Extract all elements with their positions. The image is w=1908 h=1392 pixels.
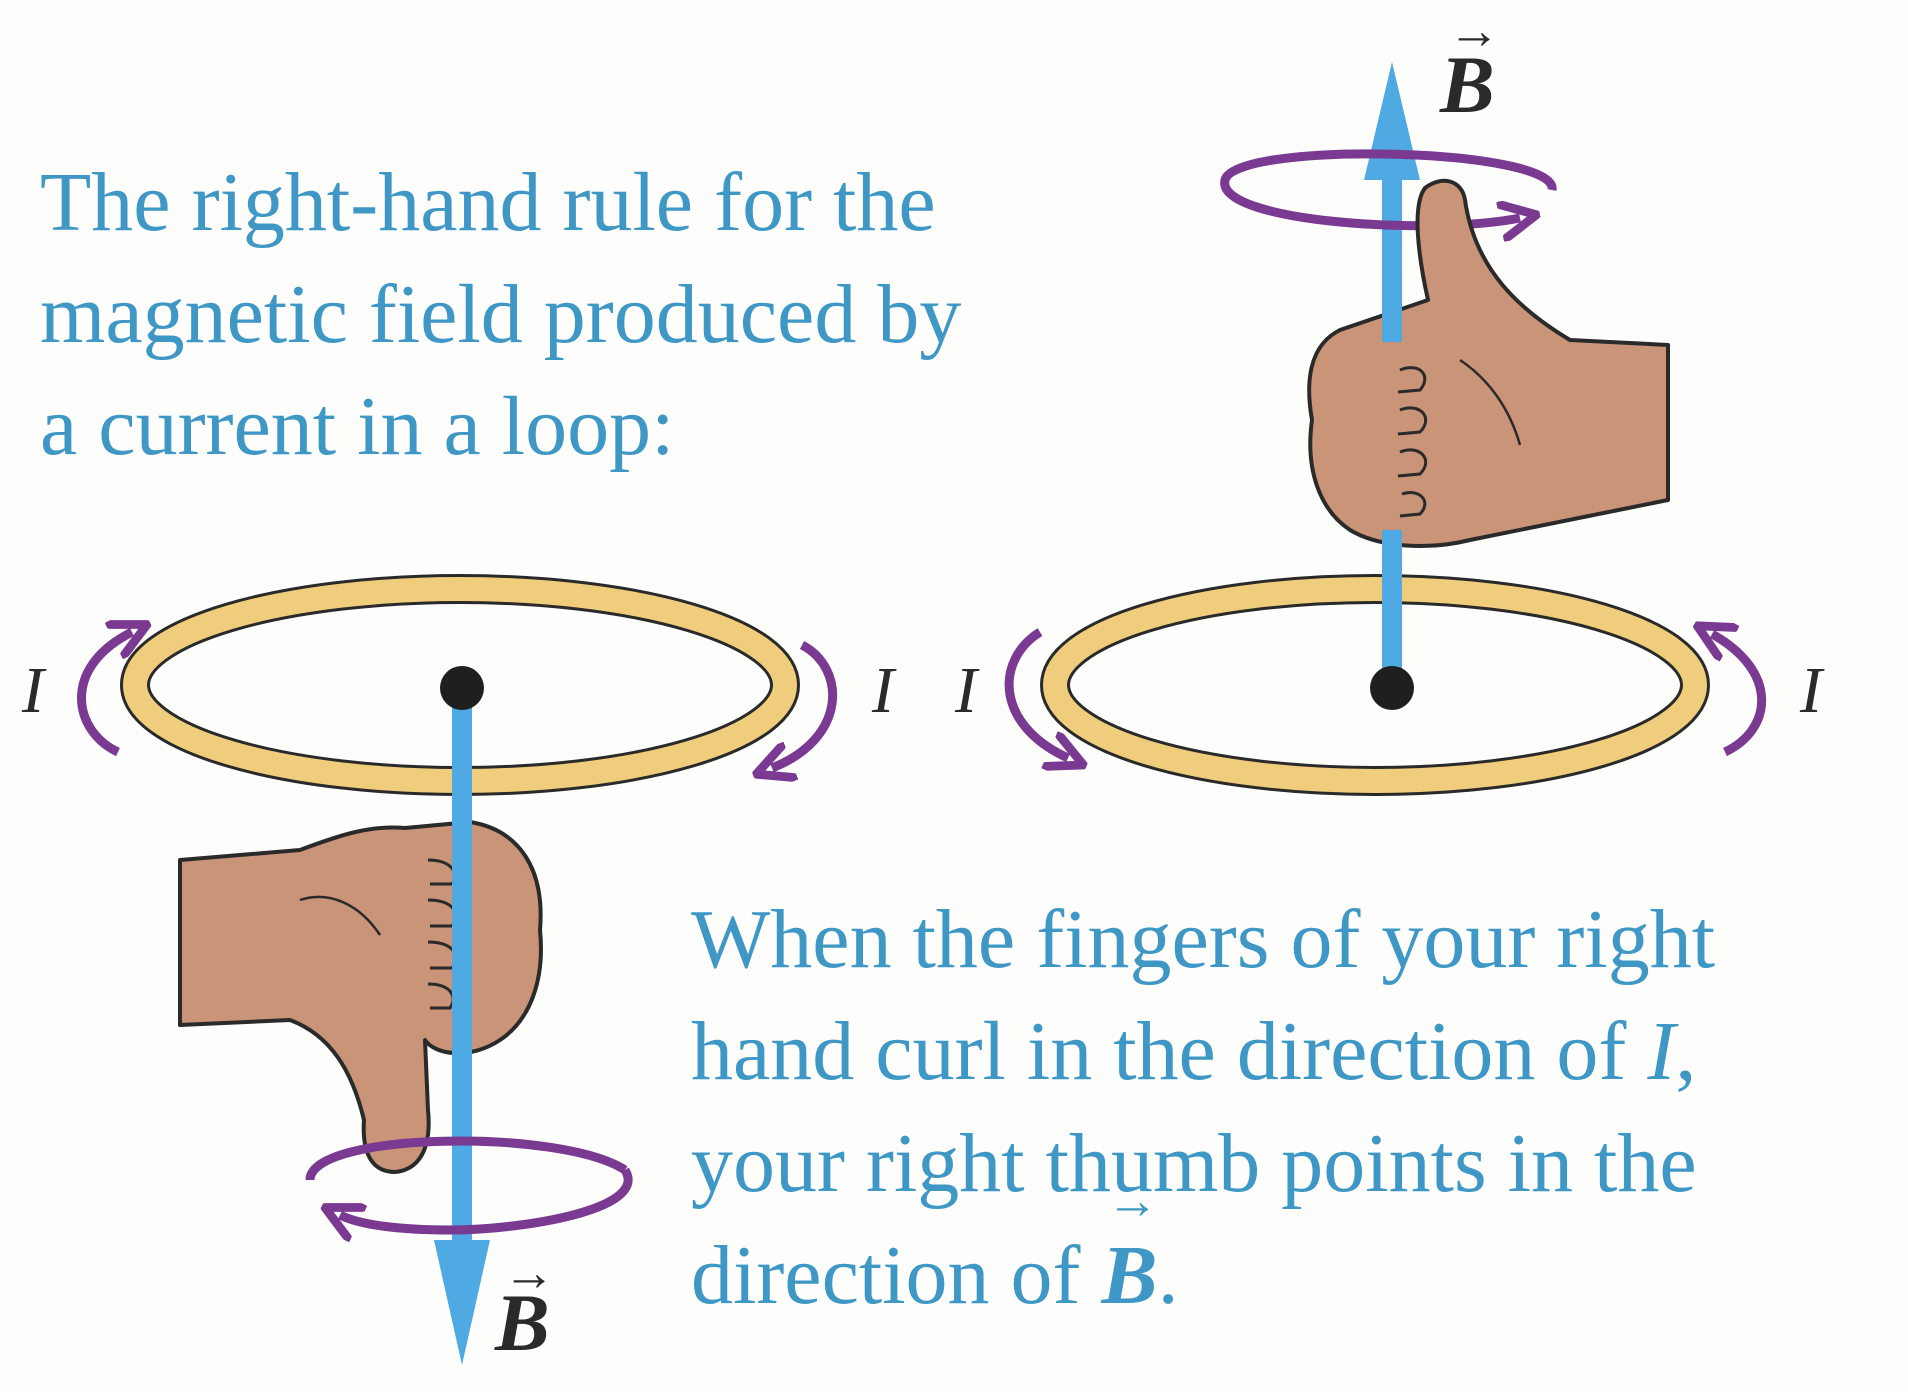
bottom-caption-line-4-text: direction of [691,1229,1102,1322]
right-field-label: B [1439,39,1495,130]
left-field-label: B [494,1277,550,1368]
right-loop-current-label-right: I [1799,654,1825,727]
left-loop-center-dot [440,666,484,710]
right-field-arrowhead [1364,62,1420,180]
bottom-caption-line-4-punct: . [1157,1229,1179,1322]
left-field-circulation-front [340,1167,633,1230]
left-field-arrowhead [434,1240,490,1365]
right-field-vector-arrow: → [1448,3,1500,60]
bottom-caption-vector-arrow: → [1106,1173,1159,1230]
top-caption-line-1: The right-hand rule for the [40,156,936,249]
bottom-caption-line-3: your right thumb points in the [691,1117,1697,1210]
right-field-circulation [1220,149,1557,226]
top-caption-line-2: magnetic field produced by [40,268,962,361]
right-loop-current-arrow-left [1004,628,1068,758]
right-right-hand-icon [1307,178,1670,548]
right-loop-group: I I B → [954,3,1825,796]
right-loop-center-dot [1370,666,1414,710]
bottom-caption-line-4: direction of →B. [691,1176,1715,1332]
left-loop-group: I I B → [21,574,897,1368]
right-current-loop-fill [1043,577,1707,793]
bottom-caption-line-2-text: hand curl in the direction of [691,1005,1648,1098]
top-caption: The right-hand rule for the magnetic fie… [40,147,961,483]
left-field-vector-arrow: → [503,1245,555,1302]
bottom-caption: When the fingers of your right hand curl… [691,884,1715,1332]
left-loop-current-label-left: I [21,654,47,727]
top-caption-line-3: a current in a loop: [40,380,675,473]
left-loop-current-arrow-right [772,641,838,768]
left-loop-current-label-right: I [871,654,897,727]
left-right-hand-icon [178,820,543,1174]
bottom-caption-line-2: hand curl in the direction of I, [691,996,1715,1108]
bottom-caption-line-1: When the fingers of your right [691,893,1716,986]
left-loop-current-arrow-left [77,632,133,757]
bottom-caption-current-symbol: I [1647,1005,1676,1098]
bottom-caption-field-vector: →B [1101,1176,1159,1332]
left-field-circulation-back [305,1136,628,1182]
bottom-caption-line-2-punct: , [1675,1005,1697,1098]
right-loop-current-label-left: I [954,654,980,727]
bottom-caption-field-symbol: B [1101,1229,1158,1322]
right-loop-current-arrow-right [1712,634,1767,757]
